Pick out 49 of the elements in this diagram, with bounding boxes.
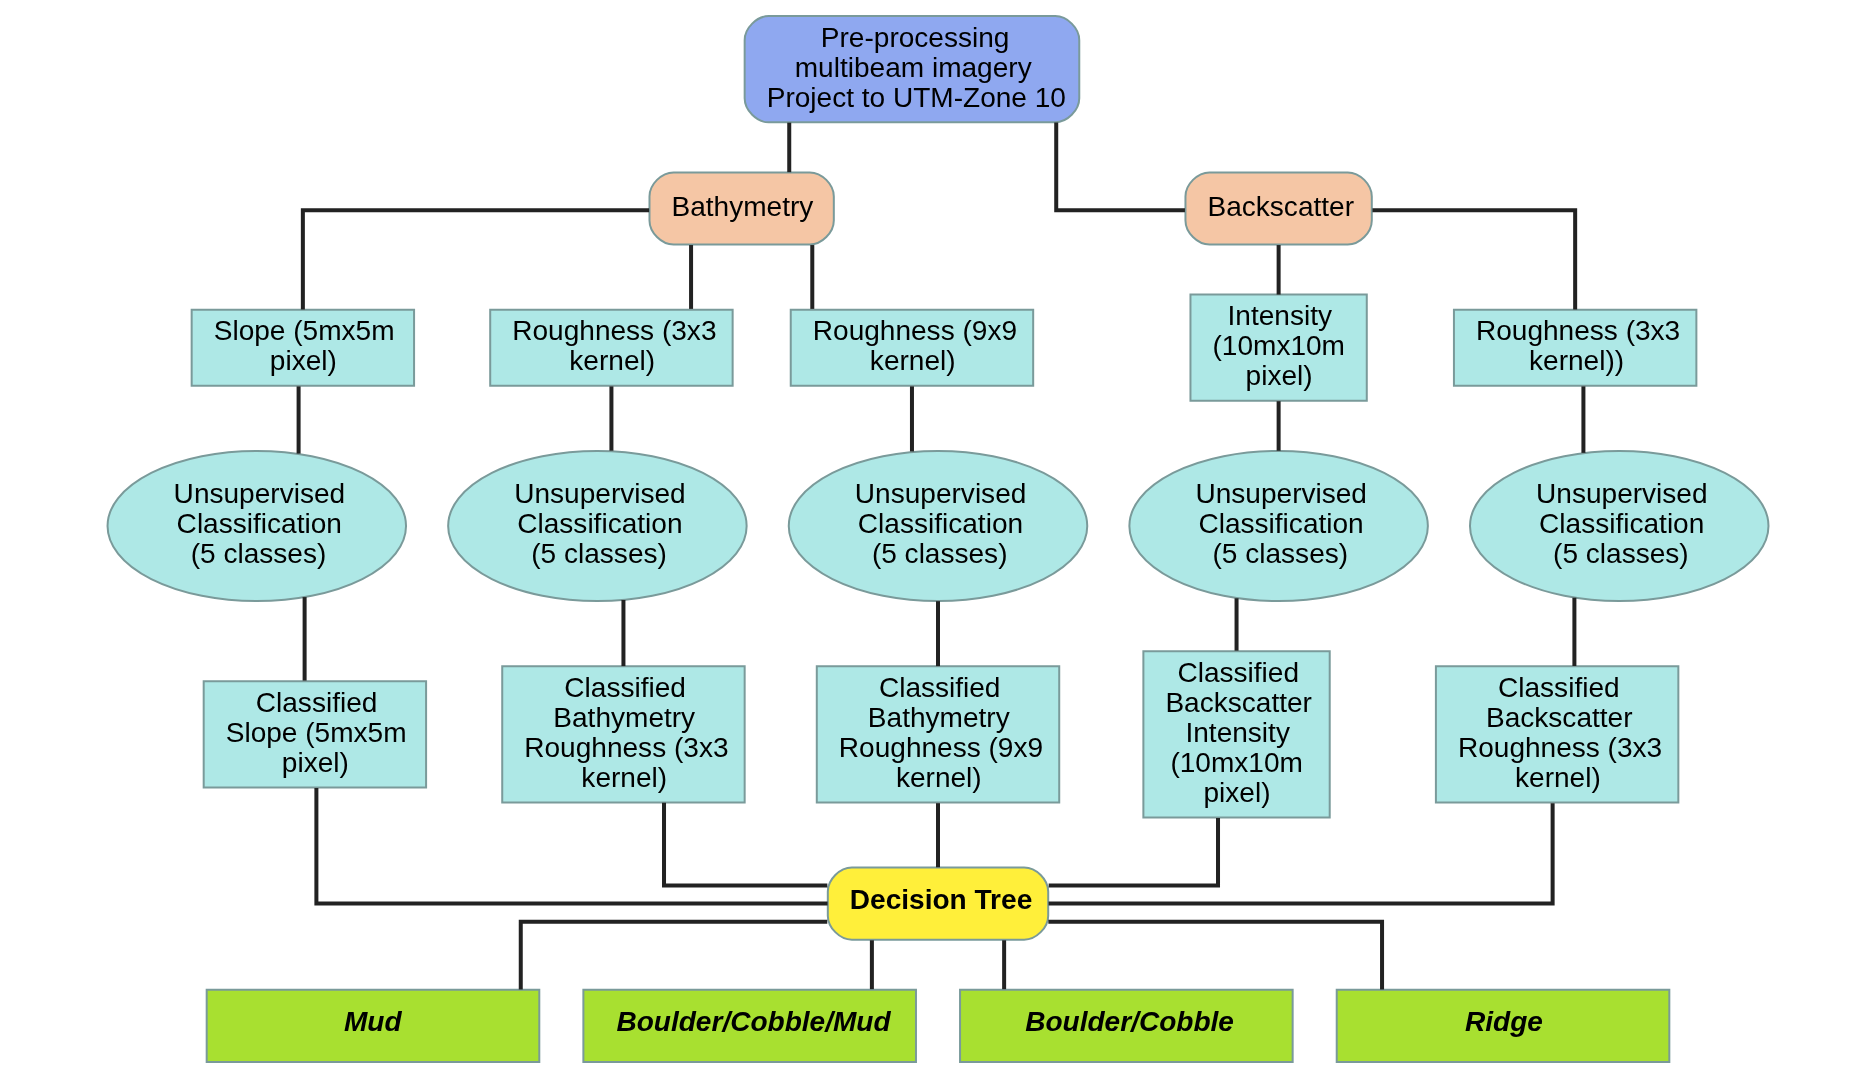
node-box: Backscatter bbox=[1183, 171, 1373, 246]
connector bbox=[1048, 803, 1555, 906]
node-ellipse: Unsupervised Classification (5 classes) bbox=[1468, 449, 1769, 602]
connector bbox=[296, 386, 301, 454]
connector bbox=[1001, 940, 1006, 990]
node-ellipse: Unsupervised Classification (5 classes) bbox=[446, 449, 748, 602]
node-box: Boulder/Cobble/Mud bbox=[581, 988, 917, 1063]
connector bbox=[688, 245, 693, 309]
node-box: Slope (5mx5m pixel) bbox=[190, 308, 415, 387]
connector bbox=[1276, 401, 1281, 451]
node-box: Intensity (10mx10m pixel) bbox=[1188, 293, 1368, 402]
connector bbox=[1276, 245, 1281, 295]
node-ellipse: Unsupervised Classification (5 classes) bbox=[1127, 449, 1429, 602]
connector bbox=[869, 940, 874, 990]
connector bbox=[1053, 122, 1185, 213]
node-box: Bathymetry bbox=[648, 171, 835, 246]
connector bbox=[1048, 817, 1220, 888]
connector bbox=[302, 597, 307, 681]
connector bbox=[608, 386, 613, 451]
node-box: Classified Bathymetry Roughness (9x9 kernel) bbox=[815, 665, 1060, 804]
connector bbox=[313, 787, 828, 906]
connector bbox=[1234, 598, 1239, 651]
node-box: Classified Slope (5mx5m pixel) bbox=[202, 680, 427, 789]
connector bbox=[809, 245, 814, 309]
node-ellipse: Unsupervised Classification (5 classes) bbox=[106, 449, 407, 602]
connector bbox=[909, 386, 914, 452]
connector bbox=[300, 208, 649, 310]
connector bbox=[1580, 386, 1585, 453]
node-box: Decision Tree bbox=[826, 866, 1049, 941]
node-box: Mud bbox=[205, 988, 540, 1063]
node-box: Pre-processing multibeam imagery Project to UTM-Zone 10 bbox=[743, 15, 1080, 124]
node-box: Boulder/Cobble bbox=[958, 988, 1294, 1063]
node-box: Roughness (3x3 kernel) bbox=[488, 308, 734, 387]
connector bbox=[1047, 919, 1384, 990]
connector bbox=[935, 601, 940, 667]
node-box: Classified Backscatter Roughness (3x3 kernel) bbox=[1434, 665, 1679, 804]
node-box: Ridge bbox=[1335, 988, 1670, 1063]
node-box: Roughness (9x9 kernel) bbox=[789, 308, 1034, 387]
node-box: Classified Backscatter Intensity (10mx10m pixel) bbox=[1141, 650, 1331, 819]
connector bbox=[935, 803, 940, 868]
connector bbox=[661, 802, 827, 888]
connector bbox=[518, 919, 827, 990]
connector bbox=[1571, 597, 1576, 666]
node-box: Roughness (3x3 kernel)) bbox=[1452, 308, 1697, 387]
connector bbox=[1371, 208, 1577, 310]
node-ellipse: Unsupervised Classification (5 classes) bbox=[787, 449, 1088, 602]
node-box: Classified Bathymetry Roughness (3x3 kernel) bbox=[500, 665, 746, 804]
connector bbox=[620, 600, 625, 667]
connector bbox=[786, 122, 791, 173]
